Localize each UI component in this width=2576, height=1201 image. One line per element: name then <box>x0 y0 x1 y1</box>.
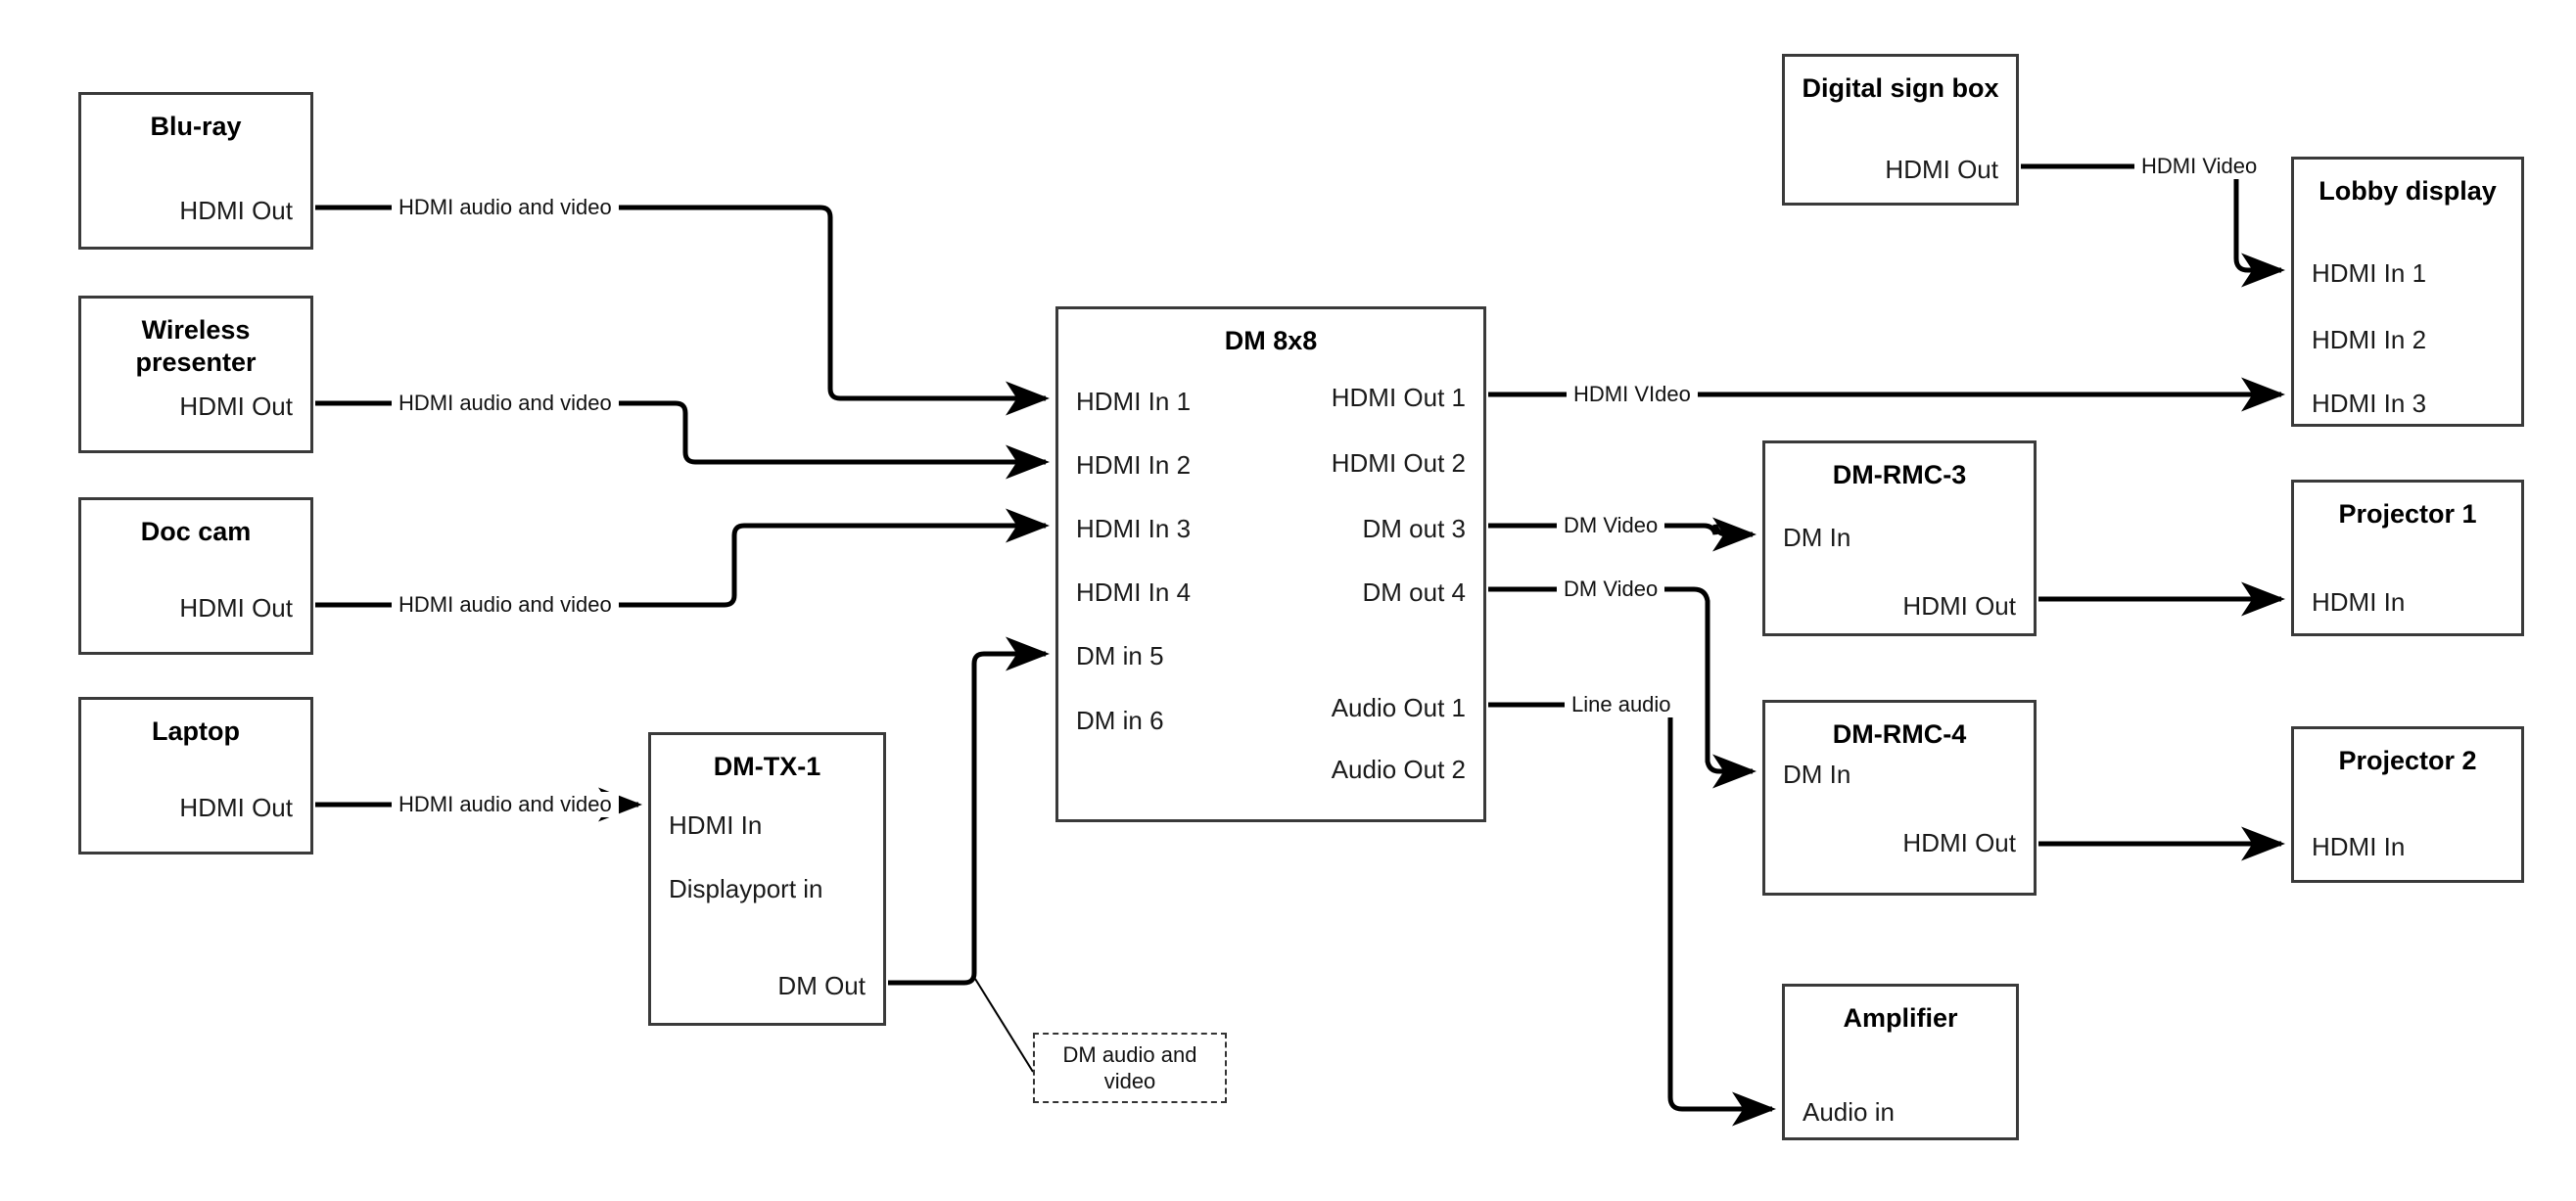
port-label-dm-8x8-2[interactable]: HDMI In 3 <box>1076 514 1192 543</box>
port-label-doc-cam-0[interactable]: HDMI Out <box>179 593 293 623</box>
device-title-lobby-display: Lobby display <box>2318 176 2497 206</box>
device-title-dm-rmc-3: DM-RMC-3 <box>1832 460 1967 489</box>
port-label-dm-8x8-4[interactable]: DM in 5 <box>1076 641 1164 670</box>
wire-label-doccam-to-dm-in3: HDMI audio and video <box>392 592 619 618</box>
wire-dm-audio1-to-amp <box>1488 702 1777 1127</box>
port-label-dm-8x8-7[interactable]: HDMI Out 2 <box>1331 448 1466 478</box>
device-title-dm-8x8: DM 8x8 <box>1224 326 1318 355</box>
device-node-projector-1[interactable]: Projector 1 HDMI In <box>2291 480 2524 636</box>
wire-sign-to-lobby-in1 <box>2021 163 2286 288</box>
port-label-lobby-display-1[interactable]: HDMI In 2 <box>2312 325 2427 354</box>
wire-label-sign-to-lobby-in1: HDMI Video <box>2134 154 2265 179</box>
port-label-dm-8x8-3[interactable]: HDMI In 4 <box>1076 577 1192 607</box>
port-label-projector-2-0[interactable]: HDMI In <box>2312 832 2406 861</box>
device-node-dm-rmc-4[interactable]: DM-RMC-4 DM In HDMI Out <box>1762 700 2037 896</box>
port-label-lobby-display-0[interactable]: HDMI In 1 <box>2312 258 2427 288</box>
port-label-dm-8x8-6[interactable]: HDMI Out 1 <box>1331 383 1466 412</box>
device-title-bluray: Blu-ray <box>150 112 242 141</box>
port-label-amplifier-0[interactable]: Audio in <box>1803 1097 1895 1127</box>
port-label-dm-rmc-4-1[interactable]: HDMI Out <box>1902 828 2016 857</box>
port-label-dm-8x8-8[interactable]: DM out 3 <box>1362 514 1467 543</box>
wire-label-dm-out1-to-lobby-in3: HDMI VIdeo <box>1567 382 1698 407</box>
annotation-leader-dm-audio-video-note <box>974 978 1034 1073</box>
wire-label-dm-out4-to-rmc4: DM Video <box>1557 577 1665 602</box>
port-label-projector-1-0[interactable]: HDMI In <box>2312 587 2406 617</box>
port-label-dm-8x8-1[interactable]: HDMI In 2 <box>1076 450 1192 480</box>
port-label-dm-tx-1-1[interactable]: Displayport in <box>669 874 823 903</box>
port-label-digital-sign-box-0[interactable]: HDMI Out <box>1885 155 1998 184</box>
device-title-projector-2: Projector 2 <box>2338 746 2477 775</box>
port-label-dm-rmc-4-0[interactable]: DM In <box>1783 760 1851 789</box>
port-label-lobby-display-2[interactable]: HDMI In 3 <box>2312 389 2427 418</box>
device-title-dm-tx-1: DM-TX-1 <box>713 752 821 781</box>
port-label-dm-tx-1-2[interactable]: DM Out <box>777 971 866 1000</box>
port-label-wireless-presenter-0[interactable]: HDMI Out <box>179 392 293 421</box>
port-label-dm-tx-1-0[interactable]: HDMI In <box>669 810 763 840</box>
port-label-dm-rmc-3-0[interactable]: DM In <box>1783 523 1851 552</box>
wire-label-wireless-to-dm-in2: HDMI audio and video <box>392 391 619 416</box>
port-label-dm-8x8-0[interactable]: HDMI In 1 <box>1076 387 1192 416</box>
wire-label-dm-out3-to-rmc3: DM Video <box>1557 513 1665 538</box>
device-title-laptop: Laptop <box>152 716 240 746</box>
device-title-doc-cam: Doc cam <box>140 517 252 546</box>
port-label-bluray-0[interactable]: HDMI Out <box>179 196 293 225</box>
wire-bluray-to-dm-in1 <box>315 205 1051 416</box>
wire-label-laptop-to-dmtx: HDMI audio and video <box>392 792 619 817</box>
port-label-dm-rmc-3-1[interactable]: HDMI Out <box>1902 591 2016 621</box>
wire-label-dm-audio1-to-amp: Line audio <box>1565 692 1678 717</box>
port-label-dm-8x8-11[interactable]: Audio Out 2 <box>1331 755 1466 784</box>
device-title-digital-sign-box: Digital sign box <box>1802 73 1999 103</box>
device-node-projector-2[interactable]: Projector 2 HDMI In <box>2291 726 2524 883</box>
port-label-laptop-0[interactable]: HDMI Out <box>179 793 293 822</box>
wire-dm-out4-to-rmc4 <box>1488 586 1757 789</box>
wire-label-bluray-to-dm-in1: HDMI audio and video <box>392 195 619 220</box>
device-node-dm-rmc-3[interactable]: DM-RMC-3 DM In HDMI Out <box>1762 440 2037 636</box>
annotation-leader-lines <box>974 978 1034 1073</box>
device-title-amplifier: Amplifier <box>1843 1003 1958 1033</box>
device-title-dm-rmc-4: DM-RMC-4 <box>1832 719 1967 749</box>
port-label-dm-8x8-9[interactable]: DM out 4 <box>1362 577 1467 607</box>
port-label-dm-8x8-5[interactable]: DM in 6 <box>1076 706 1164 735</box>
port-label-dm-8x8-10[interactable]: Audio Out 1 <box>1331 693 1466 722</box>
wire-dmtx-to-dm-in5 <box>888 636 1051 986</box>
device-title-wireless-presenter: Wireless presenter <box>135 315 257 377</box>
annotation-dm-audio-video-note: DM audio and video <box>1033 1033 1227 1103</box>
device-title-projector-1: Projector 1 <box>2338 499 2477 529</box>
